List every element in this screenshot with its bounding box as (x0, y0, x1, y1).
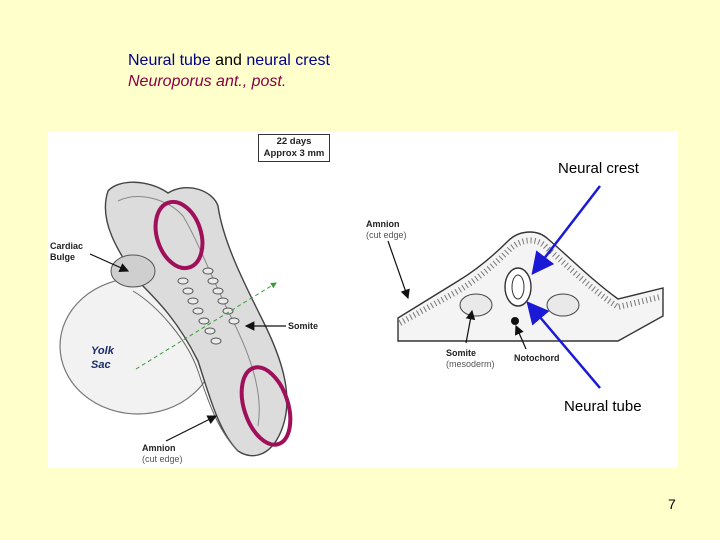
yolk-label-line2: Sac (91, 359, 111, 371)
stage-box: 22 days Approx 3 mm (258, 134, 330, 162)
notochord-label: Notochord (514, 353, 560, 363)
somite-right-label: Somite (mesoderm) (446, 348, 495, 370)
cardiac-bulge-label: Cardiac Bulge (50, 241, 83, 263)
title-block: Neural tube and neural crest Neuroporus … (128, 50, 330, 92)
slide-title: Neural tube and neural crest (128, 50, 330, 71)
yolk-label-line1: Yolk (91, 345, 114, 357)
somite-left-label: Somite (288, 321, 319, 331)
cardiac-label-line1: Cardiac (50, 241, 84, 251)
title-neural-tube: Neural tube (128, 52, 211, 69)
somite-right-line2: (mesoderm) (446, 359, 495, 369)
title-neural-crest: neural crest (246, 52, 330, 69)
cardiac-label-line2: Bulge (50, 252, 76, 262)
neural-crest-annotation: Neural crest (558, 160, 639, 177)
amnion-right-line2: (cut edge) (366, 230, 407, 240)
amnion-left-line2: (cut edge) (142, 454, 183, 464)
stage-days: 22 days (276, 136, 312, 147)
neural-crest-arrow (531, 185, 601, 275)
title-and: and (210, 52, 247, 69)
yolk-sac-label: Yolk Sac (91, 344, 114, 372)
amnion-left-label: Amnion (cut edge) (142, 443, 183, 465)
page-number: 7 (668, 496, 676, 512)
somite-right-line1: Somite (446, 348, 477, 358)
amnion-right-label: Amnion (cut edge) (366, 219, 407, 241)
embryo-illustration (59, 181, 664, 457)
posterior-neuropore-circle (239, 365, 293, 447)
amnion-right-line1: Amnion (366, 219, 400, 229)
amnion-left-line1: Amnion (142, 443, 176, 453)
neural-tube-annotation: Neural tube (564, 398, 642, 415)
stage-size: Approx 3 mm (263, 148, 325, 159)
slide-subtitle: Neuroporus ant., post. (128, 73, 287, 90)
embryo-figure: 22 days Approx 3 mm Cardiac Bulge Yolk S… (48, 131, 678, 468)
neural-tube-arrow (526, 301, 601, 389)
anterior-neuropore-circle (153, 199, 205, 271)
